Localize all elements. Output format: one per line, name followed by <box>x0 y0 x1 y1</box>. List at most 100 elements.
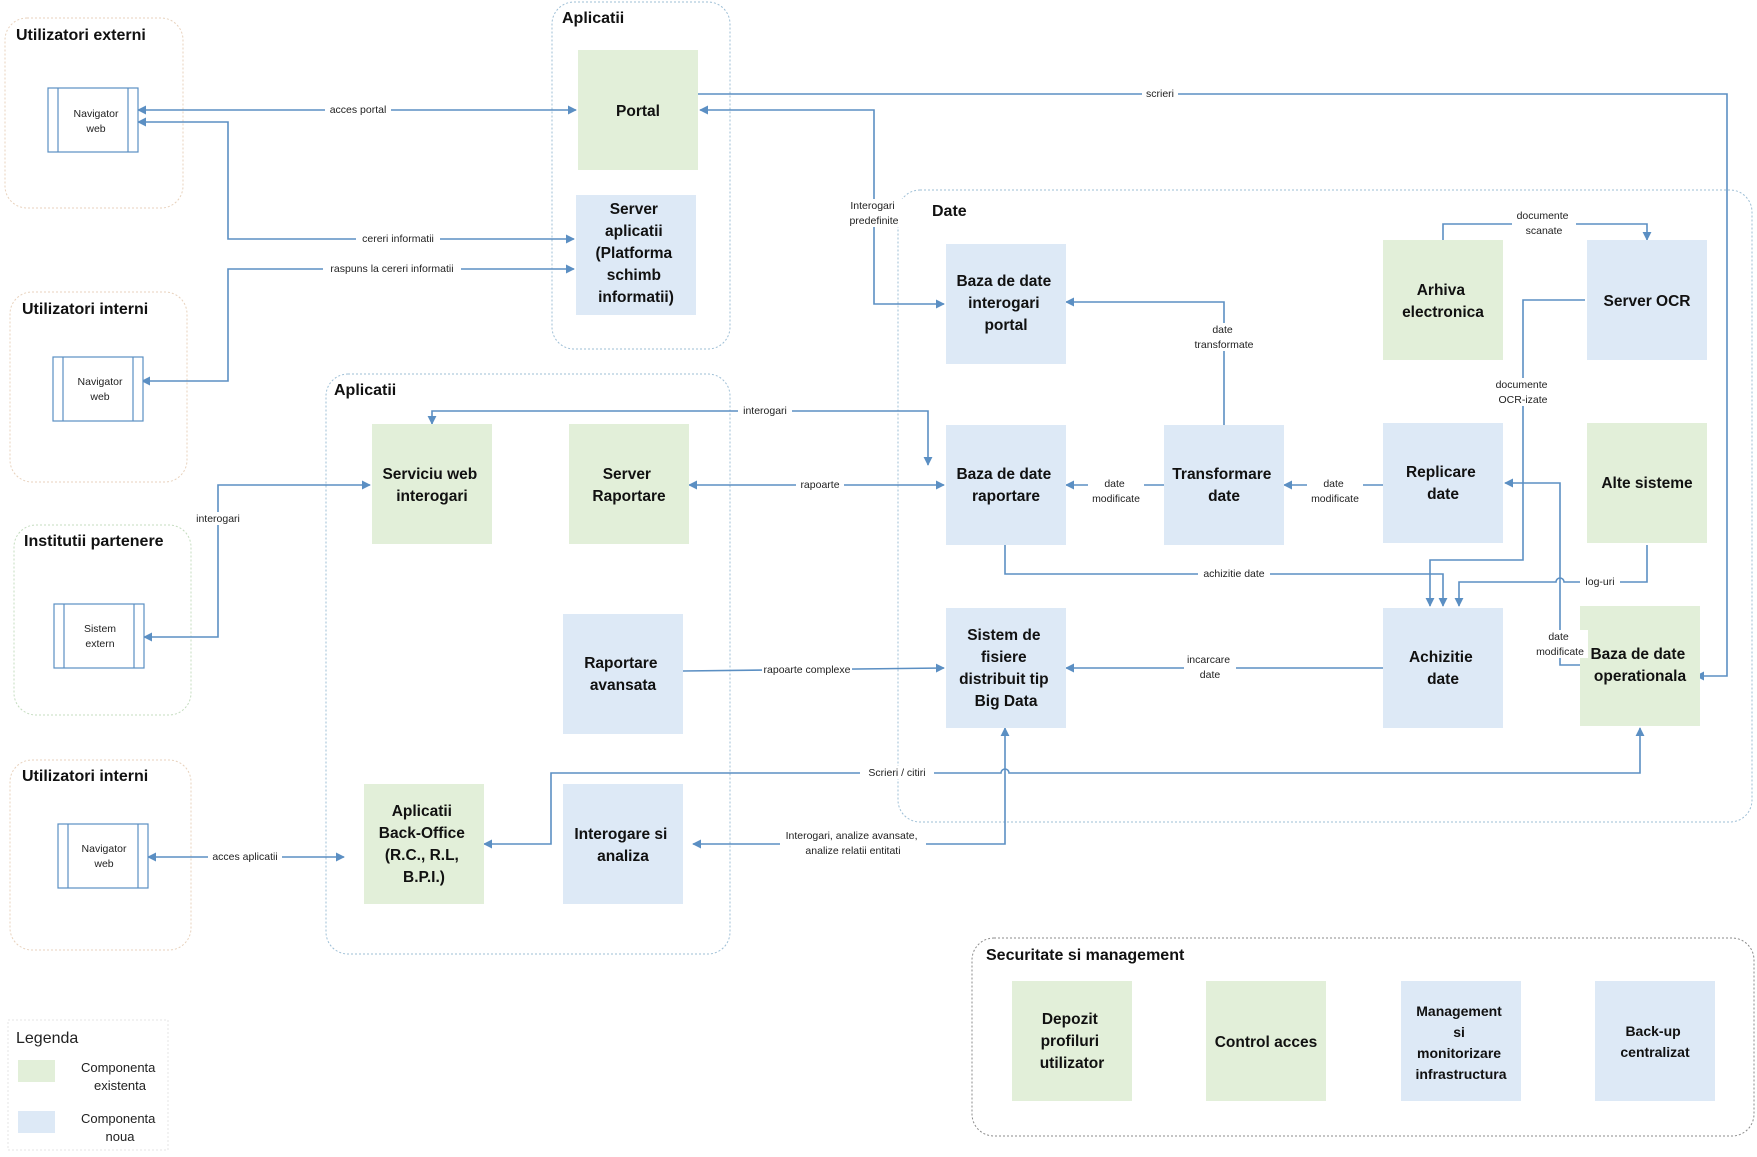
svg-text:interogari: interogari <box>743 405 787 417</box>
component-label: portal <box>984 317 1027 334</box>
legend-label-new: noua <box>106 1129 136 1144</box>
component-label: operationala <box>1594 668 1687 685</box>
svg-text:Server OCR: Server OCR <box>1603 293 1690 310</box>
component-label: Baza de date <box>1590 646 1685 663</box>
edge-date-modificate-3 <box>1504 478 1581 666</box>
svg-text:Raportare avansata: Raportare avansata <box>584 655 662 694</box>
component-portal: Portal <box>578 50 698 170</box>
group-title-date: Date <box>932 203 967 220</box>
component-label: informatii) <box>598 289 674 306</box>
component-achizitie: Achizitie date <box>1383 608 1503 728</box>
component-raportare-avansata: Raportare avansata <box>563 614 683 734</box>
actor-sistem-extern: Sistem extern <box>53 603 145 669</box>
component-control-acces: Control acces <box>1206 981 1326 1101</box>
component-label: Server <box>603 466 651 483</box>
component-label: Raportare <box>592 488 666 505</box>
svg-text:Scrieri / citiri: Scrieri / citiri <box>868 767 925 779</box>
component-label: fisiere <box>981 649 1027 666</box>
edge-label-scrieri: scrieri <box>1142 87 1178 100</box>
svg-text:Componenta noua: Componenta noua <box>81 1111 159 1144</box>
group-title-institutii: Institutii partenere <box>24 533 164 550</box>
edge-date-transformate <box>1065 297 1225 425</box>
svg-text:Server Raportare: Server Raportare <box>592 466 666 505</box>
component-label: (Platforma <box>596 245 673 262</box>
legend-swatch-new <box>18 1111 55 1133</box>
svg-text:documente OCR-izate: documente OCR-izate <box>1496 379 1551 406</box>
component-label: centralizat <box>1620 1044 1690 1060</box>
component-label: Sistem de <box>967 627 1041 644</box>
svg-text:documente scanate: documente scanate <box>1517 210 1572 237</box>
svg-text:Interogari, analize avansate,: Interogari, analize avansate, analize re… <box>786 830 921 857</box>
svg-text:Transformare date: Transformare date <box>1172 466 1275 505</box>
actor-label: Navigator <box>78 376 123 388</box>
component-server-ocr: Server OCR <box>1587 240 1707 360</box>
component-label: aplicatii <box>605 223 663 240</box>
component-label: raportare <box>972 488 1040 505</box>
svg-text:rapoarte: rapoarte <box>800 479 839 491</box>
legend-label-new: Componenta <box>81 1111 156 1126</box>
actor-label: extern <box>85 638 114 650</box>
component-label: avansata <box>590 677 657 694</box>
svg-text:Baza de date raportare: Baza de date raportare <box>956 466 1055 505</box>
edge-interogari-analize <box>692 727 1010 849</box>
edge-label-interogari-analize: Interogari, analize avansate, analize re… <box>780 829 926 857</box>
edge-label-interogari-predefinite: Interogari predefinite <box>842 199 906 227</box>
component-baza-interogari: Baza de date interogari portal <box>946 244 1066 364</box>
svg-text:cereri informatii: cereri informatii <box>362 233 434 245</box>
svg-text:Replicare date: Replicare date <box>1406 464 1480 503</box>
component-label: Raportare <box>584 655 658 672</box>
component-label: distribuit tip <box>959 671 1049 688</box>
svg-text:date modificate: date modificate <box>1536 631 1584 658</box>
svg-text:Server aplicatii (: Server aplicatii (Platforma schimb infor… <box>596 201 677 306</box>
component-label: Depozit <box>1042 1011 1098 1028</box>
edge-label-date-modificate-1: date modificate <box>1088 477 1144 505</box>
component-arhiva: Arhiva electronica <box>1383 240 1503 360</box>
actor-label: Navigator <box>74 108 119 120</box>
component-interogare-analiza: Interogare si analiza <box>563 784 683 904</box>
component-label: Portal <box>616 103 660 120</box>
component-label: B.P.I.) <box>403 869 445 886</box>
component-label: interogari <box>396 488 467 505</box>
edge-label-cereri-informatii: cereri informatii <box>356 232 440 245</box>
svg-text:date modificate: date modificate <box>1311 478 1359 505</box>
component-label: si <box>1453 1024 1465 1040</box>
component-baza-operationala: Baza de date operationala <box>1580 606 1700 726</box>
svg-text:Baza de date operational: Baza de date operationala <box>1590 646 1689 685</box>
legend-label-existing: Componenta <box>81 1060 156 1075</box>
svg-text:Back-up centralizat: Back-up centralizat <box>1620 1023 1690 1060</box>
actor-label: web <box>93 858 113 870</box>
component-label: monitorizare <box>1417 1045 1501 1061</box>
component-sistem-fisiere: Sistem de fisiere distribuit tip Big Dat… <box>946 608 1066 728</box>
actor-label: Sistem <box>84 623 116 635</box>
edge-scrieri <box>698 93 1728 681</box>
group-date <box>897 189 1753 823</box>
edge-label-date-modificate-2: date modificate <box>1307 477 1363 505</box>
component-depozit: Depozit profiluri utilizator <box>1012 981 1132 1101</box>
svg-text:Serviciu web interogari: Serviciu web interogari <box>382 466 481 505</box>
svg-text:incarcare date: incarcare date <box>1187 654 1233 681</box>
component-label: profiluri <box>1041 1033 1100 1050</box>
component-backup: Back-up centralizat <box>1595 981 1715 1101</box>
component-label: Achizitie <box>1409 649 1473 666</box>
svg-text:Aplicatii Back-Office: Aplicatii Back-Office (R.C., R.L, B.P.I.… <box>379 803 469 886</box>
svg-text:Alte sisteme: Alte sisteme <box>1601 475 1693 492</box>
component-label: Aplicatii <box>392 803 452 820</box>
component-label: Interogare si <box>574 826 667 843</box>
svg-text:Control acces: Control acces <box>1215 1034 1318 1051</box>
svg-text:acces aplicatii: acces aplicatii <box>212 851 277 863</box>
component-label: Management <box>1416 1003 1502 1019</box>
edge-interogari-predefinite <box>699 105 945 309</box>
edge-interogari-top <box>427 410 933 466</box>
component-replicare: Replicare date <box>1383 423 1503 543</box>
component-label: (R.C., R.L, <box>385 847 459 864</box>
component-label: infrastructura <box>1415 1066 1506 1082</box>
legend: Legenda Componenta existenta Componenta … <box>7 1019 169 1151</box>
component-label: schimb <box>607 267 661 284</box>
component-label: analiza <box>597 848 649 865</box>
component-label: Serviciu web <box>382 466 477 483</box>
group-containers <box>4 1 1755 1137</box>
